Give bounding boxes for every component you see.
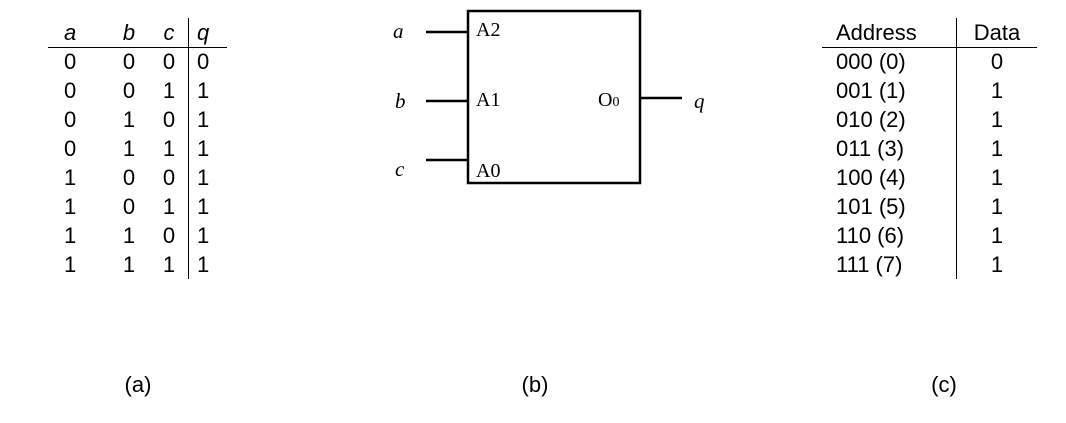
pin-label-a2: A2 xyxy=(476,19,500,41)
caption-a: (a) xyxy=(124,372,152,397)
truth-table-header-b: b xyxy=(108,18,150,48)
pin-label-a1: A1 xyxy=(476,89,500,111)
truth-table-cell: 1 xyxy=(122,107,136,133)
memory-table-row: 111 (7) 1 xyxy=(822,250,1037,280)
truth-table-cell: 0 xyxy=(64,78,77,104)
truth-table-cell: 0 xyxy=(122,165,136,190)
memory-data-cell: 1 xyxy=(956,192,1037,222)
truth-table-cell: 1 xyxy=(188,134,227,164)
memory-address-cell: 111 (7) xyxy=(836,251,903,277)
truth-table-cell: 0 xyxy=(64,49,77,75)
truth-table-cell: 0 xyxy=(162,165,176,190)
memory-table-header-row: Address Data xyxy=(822,18,1037,48)
truth-table-header-row: a b c q xyxy=(48,18,227,48)
memory-address-cell: 010 (2) xyxy=(836,107,906,133)
truth-table-cell: 0 xyxy=(122,49,136,75)
memory-data-cell: 1 xyxy=(956,250,1037,280)
truth-table-cell: 0 xyxy=(162,107,176,133)
truth-table-cell: 1 xyxy=(188,76,227,106)
truth-table-cell: 1 xyxy=(162,136,176,162)
truth-table-header-q: q xyxy=(188,18,227,48)
truth-table-header-a: a xyxy=(48,18,108,48)
memory-table-row: 000 (0) 0 xyxy=(822,47,1037,77)
input-signal-b: b xyxy=(395,89,406,113)
pin-label-o: O xyxy=(598,89,612,111)
memory-data-cell: 1 xyxy=(956,221,1037,251)
memory-data-cell: 1 xyxy=(956,105,1037,135)
memory-data-cell: 0 xyxy=(956,47,1037,77)
truth-table-cell: 1 xyxy=(64,222,77,248)
pin-label-o-subscript: 0 xyxy=(612,95,619,110)
memory-address-cell: 001 (1) xyxy=(836,78,906,104)
truth-table-cell: 1 xyxy=(188,163,227,193)
truth-table-cell: 0 xyxy=(162,222,176,248)
memory-data-cell: 1 xyxy=(956,163,1037,193)
truth-table-cell: 1 xyxy=(188,192,227,222)
pin-label-a0: A0 xyxy=(476,160,500,182)
memory-data-cell: 1 xyxy=(956,76,1037,106)
truth-table-cell: 1 xyxy=(64,193,77,219)
output-signal-q: q xyxy=(694,89,705,113)
truth-table-cell: 1 xyxy=(188,105,227,135)
caption-b: (b) xyxy=(521,372,549,397)
truth-table-cell: 0 xyxy=(122,78,136,104)
truth-table-cell: 1 xyxy=(162,251,176,277)
truth-table-cell: 0 xyxy=(162,49,176,75)
truth-table-cell: 1 xyxy=(122,222,136,248)
truth-table-cell: 0 xyxy=(64,136,77,162)
caption-c: (c) xyxy=(931,372,957,397)
truth-table-cell: 1 xyxy=(188,250,227,280)
truth-table-cell: 1 xyxy=(162,193,176,219)
truth-table-cell: 1 xyxy=(162,78,176,104)
memory-address-cell: 011 (3) xyxy=(836,136,905,162)
memory-address-cell: 101 (5) xyxy=(836,193,906,219)
memory-table-header-data: Data xyxy=(956,18,1037,48)
memory-table-row: 110 (6) 1 xyxy=(822,221,1037,251)
memory-table-header-address: Address xyxy=(822,18,957,48)
truth-table-cell: 1 xyxy=(122,251,136,277)
memory-table-row: 100 (4) 1 xyxy=(822,163,1037,193)
input-signal-a: a xyxy=(393,19,404,43)
memory-table-row: 001 (1) 1 xyxy=(822,76,1037,106)
truth-table-cell: 1 xyxy=(122,136,136,162)
truth-table-cell: 1 xyxy=(64,251,77,277)
truth-table-cell: 1 xyxy=(188,221,227,251)
memory-data-cell: 1 xyxy=(956,134,1037,164)
memory-address-cell: 100 (4) xyxy=(836,165,906,190)
memory-table-row: 010 (2) 1 xyxy=(822,105,1037,135)
memory-table-row: 011 (3) 1 xyxy=(822,134,1037,164)
truth-table-cell: 0 xyxy=(64,107,77,133)
input-signal-c: c xyxy=(395,157,405,181)
truth-table-header-c: c xyxy=(150,18,189,48)
pin-label-o0: O0 xyxy=(598,89,619,111)
memory-address-cell: 000 (0) xyxy=(836,49,906,75)
memory-table-row: 101 (5) 1 xyxy=(822,192,1037,222)
truth-table-cell: 0 xyxy=(122,193,136,219)
truth-table-cell: 1 xyxy=(64,165,77,190)
memory-address-cell: 110 (6) xyxy=(836,222,905,248)
truth-table-cell: 0 xyxy=(188,47,227,77)
